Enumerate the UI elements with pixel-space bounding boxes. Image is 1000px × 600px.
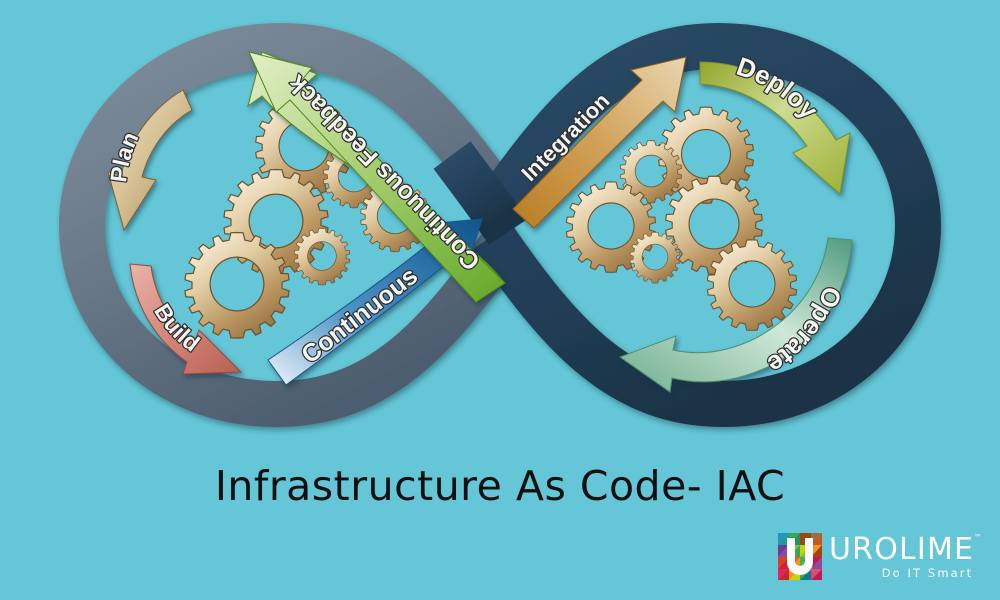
infinity-band-left: [58, 22, 527, 428]
page-title: Infrastructure As Code- IAC: [214, 462, 786, 510]
urolime-wordmark-text: UROLIME: [829, 532, 975, 568]
stage-arrow-operate[interactable]: [618, 237, 853, 393]
urolime-wordmark-group: UROLIME ™ Do IT Smart: [829, 532, 982, 581]
gear-icon: [184, 231, 290, 339]
urolime-wordmark: UROLIME ™: [829, 532, 982, 568]
gear-icon: [629, 231, 681, 284]
stage-arrow-plan[interactable]: [107, 89, 193, 232]
stage-arrow-continuous-feedback[interactable]: [247, 51, 506, 303]
stage-arrow-deploy[interactable]: [699, 61, 851, 195]
gear-icon: [706, 239, 798, 331]
urolime-logo[interactable]: UROLIME ™ Do IT Smart: [778, 532, 982, 581]
infinity-crossing: [433, 141, 528, 245]
urolime-tagline: Do IT Smart: [881, 566, 974, 581]
stage-arrow-integration[interactable]: [512, 56, 687, 229]
infinity-band-right: [473, 22, 942, 428]
gear-icon: [293, 228, 351, 286]
trademark-symbol: ™: [974, 533, 984, 543]
stage-arrow-continuous[interactable]: [267, 218, 483, 386]
urolime-mosaic-u-icon: [778, 533, 822, 580]
stage-arrow-build[interactable]: [129, 263, 243, 375]
